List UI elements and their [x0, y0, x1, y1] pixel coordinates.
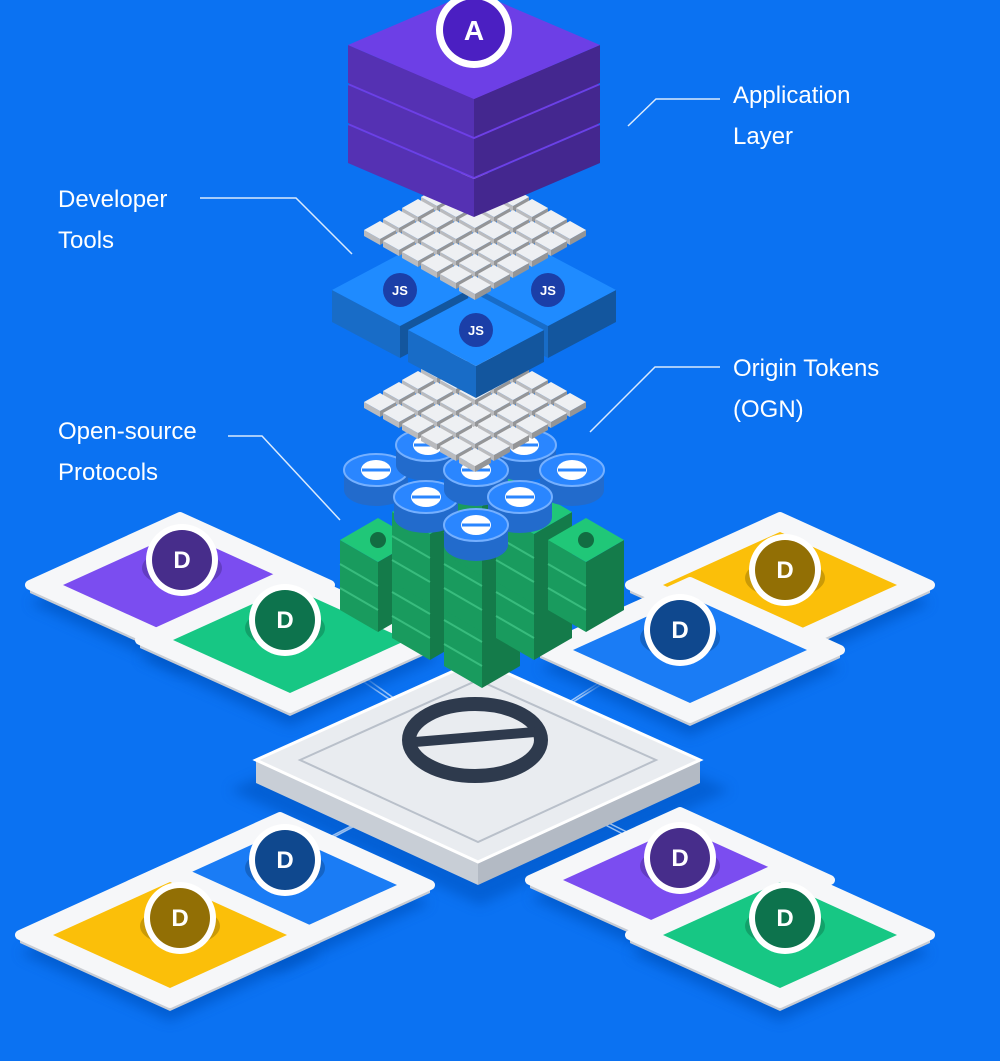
- application-layer-label-line1: Application: [733, 82, 851, 109]
- lower-grid-tile: [459, 448, 491, 472]
- phone-blue-right: D: [535, 577, 845, 736]
- upper-grid-tile: [478, 265, 510, 289]
- svg-text:D: D: [671, 617, 688, 644]
- svg-text:D: D: [776, 557, 793, 584]
- phones-group: D D D D D D D D: [15, 512, 935, 1021]
- lower-grid-tile: [554, 393, 586, 417]
- svg-text:D: D: [171, 905, 188, 932]
- lower-grid-tile: [497, 426, 529, 450]
- dapp-icon: [755, 540, 815, 600]
- open-source-protocols-label-line2: Protocols: [58, 459, 159, 486]
- dapp-icon: [255, 590, 315, 650]
- application-layer-block: A: [348, 0, 600, 217]
- svg-text:D: D: [276, 847, 293, 874]
- app-letter-icon: [443, 0, 505, 61]
- open-source-protocols-label-line1: Open-source: [58, 418, 197, 445]
- origin-tokens-label-line1: Origin Tokens: [733, 355, 880, 382]
- svg-text:D: D: [276, 607, 293, 634]
- lower-grid-tile: [421, 426, 453, 450]
- dapp-icon: [152, 530, 212, 590]
- svg-text:D: D: [173, 547, 190, 574]
- upper-grid-tile: [402, 243, 434, 267]
- application-layer-label-line2: Layer: [733, 123, 794, 150]
- lower-grid-tile: [402, 371, 434, 395]
- upper-grid-tile: [459, 276, 491, 300]
- origin-tokens-label: Origin Tokens (OGN): [733, 348, 879, 430]
- lower-grid-tile: [535, 404, 567, 428]
- developer-tools-label: Developer Tools: [58, 179, 167, 261]
- developer-tools-label-line1: Developer: [58, 186, 168, 213]
- svg-text:D: D: [671, 845, 688, 872]
- origin-token: [393, 480, 459, 533]
- lower-grid-tile: [478, 437, 510, 461]
- js-icon: [383, 273, 417, 307]
- upper-grid-tile: [383, 232, 415, 256]
- protocol-icon: [370, 532, 386, 548]
- js-icon: [459, 313, 493, 347]
- svg-text:D: D: [776, 905, 793, 932]
- origin-token: [343, 453, 409, 506]
- lower-grid-tile: [402, 415, 434, 439]
- protocol-icon: [578, 532, 594, 548]
- origin-token: [443, 508, 509, 561]
- origin-token: [539, 453, 605, 506]
- svg-text:A: A: [464, 15, 484, 46]
- application-layer-leader: [627, 98, 720, 127]
- hub-top: [252, 658, 704, 864]
- dapp-icon: [255, 830, 315, 890]
- dapp-icon: [150, 888, 210, 948]
- phone-green-bottom-right: D: [625, 862, 935, 1021]
- dapp-icon: [755, 888, 815, 948]
- open-source-protocols-label: Open-source Protocols: [58, 411, 197, 493]
- svg-text:JS: JS: [468, 323, 484, 338]
- svg-text:JS: JS: [540, 283, 556, 298]
- upper-grid-tile: [421, 254, 453, 278]
- origin-tokens-leader: [589, 366, 720, 433]
- developer-tools-tiles: JS JS JS: [332, 254, 616, 398]
- svg-text:JS: JS: [392, 283, 408, 298]
- phone-yellow-bottom-left: D: [15, 862, 325, 1021]
- origin-logo-icon: [402, 697, 548, 783]
- js-icon: [531, 273, 565, 307]
- developer-tools-leader: [200, 197, 353, 255]
- dapp-icon: [650, 600, 710, 660]
- origin-hub: [252, 658, 704, 885]
- open-source-protocols-leader: [228, 435, 341, 521]
- lower-grid-tile: [478, 393, 510, 417]
- developer-tools-label-line2: Tools: [58, 227, 115, 254]
- dapp-icon: [650, 828, 710, 888]
- leader-lines: [200, 98, 720, 521]
- origin-tokens-label-line2: (OGN): [733, 396, 804, 423]
- origin-token: [487, 480, 553, 533]
- application-layer-label: Application Layer: [733, 75, 850, 157]
